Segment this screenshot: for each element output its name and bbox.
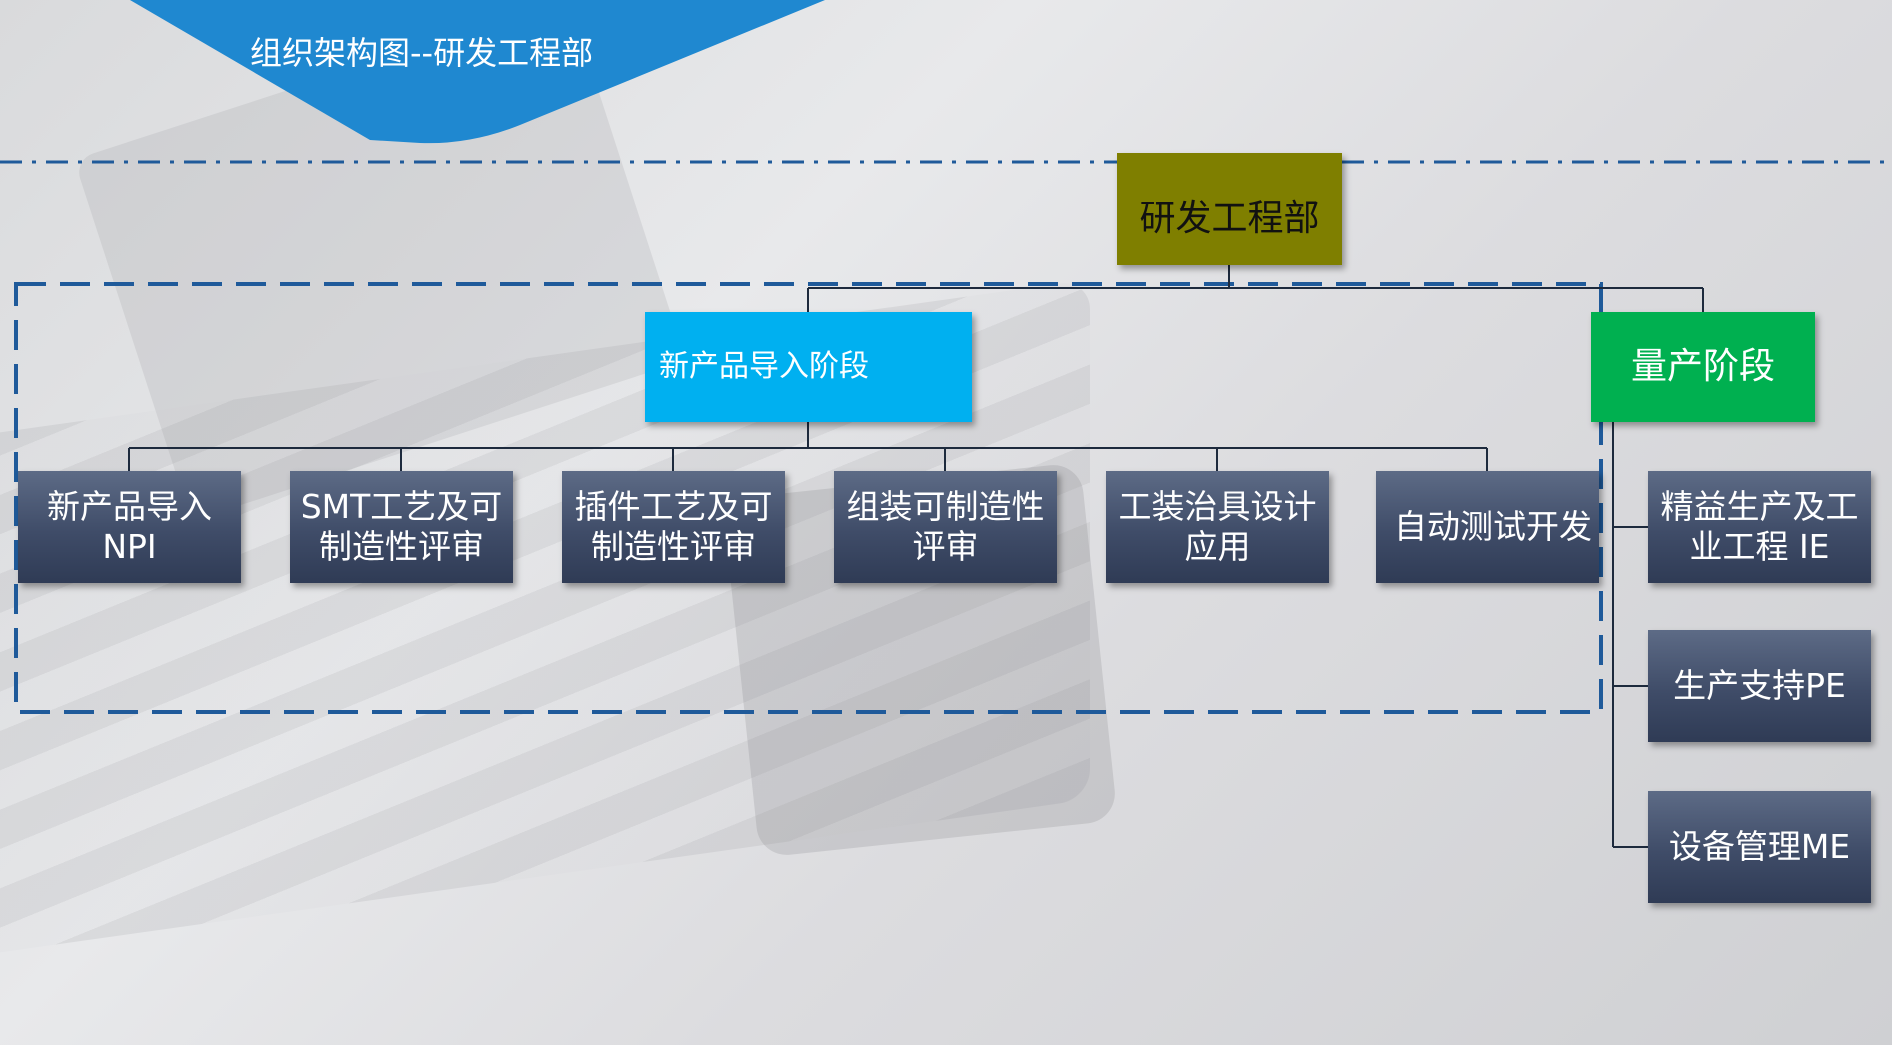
stage-node-npi: 新产品导入阶段	[645, 312, 972, 422]
org-node-label: 生产支持PE	[1673, 665, 1846, 705]
org-node-me: 设备管理ME	[1648, 791, 1871, 903]
org-node-label: 工装治具设计 应用	[1118, 486, 1317, 566]
org-node-label: 新产品导入 NPI	[47, 486, 212, 566]
org-node-label: 自动测试开发	[1394, 506, 1592, 546]
org-node-label: 组装可制造性 评审	[846, 486, 1045, 566]
org-node-ie: 精益生产及工 业工程 IE	[1648, 471, 1871, 583]
stage-label: 量产阶段	[1630, 346, 1775, 388]
org-node-smt: SMT工艺及可 制造性评审	[290, 471, 513, 583]
org-node-npi: 新产品导入 NPI	[18, 471, 241, 583]
stage-label: 新产品导入阶段	[659, 348, 869, 384]
org-node-pe: 生产支持PE	[1648, 630, 1871, 742]
title-banner	[130, 0, 825, 144]
org-node-fixture: 工装治具设计 应用	[1106, 471, 1329, 583]
org-node-plugin: 插件工艺及可 制造性评审	[562, 471, 785, 583]
org-node-label: 插件工艺及可 制造性评审	[574, 486, 773, 566]
org-root-label: 研发工程部	[1139, 198, 1320, 240]
org-node-label: SMT工艺及可 制造性评审	[300, 486, 503, 566]
org-node-auto-test: 自动测试开发	[1376, 471, 1599, 583]
page-title: 组织架构图--研发工程部	[250, 34, 594, 72]
org-node-label: 设备管理ME	[1668, 826, 1851, 866]
org-node-assembly: 组装可制造性 评审	[834, 471, 1057, 583]
org-root-node: 研发工程部	[1117, 153, 1342, 265]
org-node-label: 精益生产及工 业工程 IE	[1660, 486, 1859, 566]
stage-node-mass-production: 量产阶段	[1591, 312, 1815, 422]
